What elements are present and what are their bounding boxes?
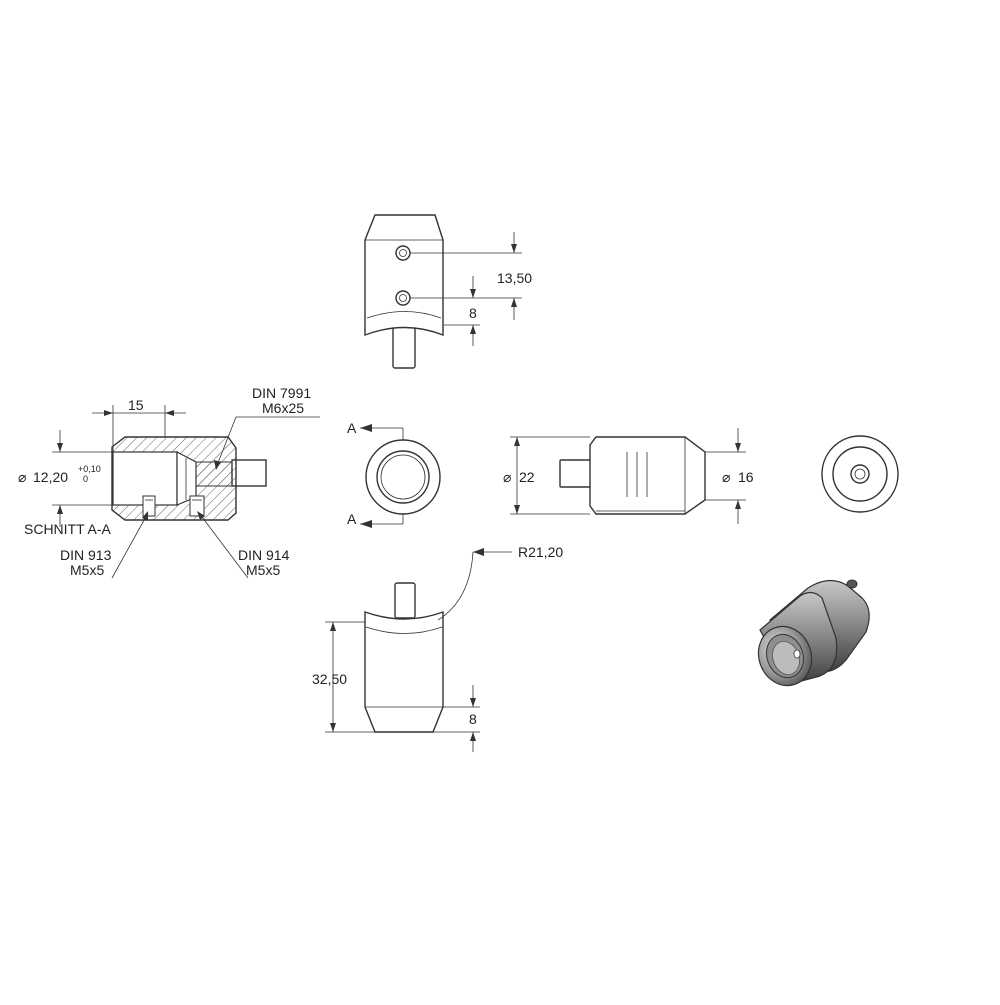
bottom-view-pin (394, 582, 416, 619)
callout-din913-line2: M5x5 (70, 562, 104, 578)
diameter-symbol-22: ⌀ (503, 469, 512, 485)
front-end-view: A A (347, 420, 441, 528)
rear-end-view (821, 435, 899, 513)
top-view-body (364, 214, 444, 337)
callout-din914-line2: M5x5 (246, 562, 280, 578)
dim-bottom-8: 8 (469, 711, 477, 727)
dim-top-8: 8 (469, 305, 477, 321)
tol-upper: +0,10 (78, 464, 101, 474)
dim-diameter-22: 22 (519, 469, 535, 485)
callout-din913-line1: DIN 913 (60, 547, 112, 563)
section-setscrew-left (142, 495, 156, 517)
diameter-symbol: ⌀ (18, 469, 27, 485)
section-screw-shank (231, 459, 267, 487)
diameter-symbol-16: ⌀ (722, 469, 731, 485)
section-marker-top: A (347, 420, 357, 436)
callout-din7991-line1: DIN 7991 (252, 385, 311, 401)
dim-top-13-50: 13,50 (497, 270, 532, 286)
isometric-render (757, 579, 870, 687)
dim-bottom-32-50: 32,50 (312, 671, 347, 687)
rear-pin-circle (850, 464, 870, 484)
bottom-view-body (364, 610, 444, 733)
section-label: SCHNITT A-A (24, 521, 112, 537)
side-view-body (589, 436, 706, 515)
dim-bore-12-20: 12,20 (33, 469, 68, 485)
callout-din7991-line2: M6x25 (262, 400, 304, 416)
side-view: ⌀ 22 ⌀ 16 (503, 428, 754, 524)
dim-diameter-16: 16 (738, 469, 754, 485)
rear-outer-circle (821, 435, 899, 513)
dim-section-15: 15 (128, 397, 144, 413)
front-bore-circle (376, 450, 430, 504)
section-marker-bottom: A (347, 511, 357, 527)
top-view: 13,50 8 (364, 214, 532, 369)
dim-radius: R21,20 (518, 544, 563, 560)
callout-din914-line1: DIN 914 (238, 547, 290, 563)
tol-lower: 0 (83, 474, 88, 484)
bottom-view: R21,20 32,50 8 (312, 544, 563, 752)
section-setscrew-right (189, 495, 205, 517)
side-view-pin (559, 459, 595, 488)
rear-taper-circle (832, 446, 888, 502)
section-a-a-view: 15 ⌀ 12,20 +0,10 0 SCHNITT A-A DIN 7991 … (18, 385, 320, 579)
